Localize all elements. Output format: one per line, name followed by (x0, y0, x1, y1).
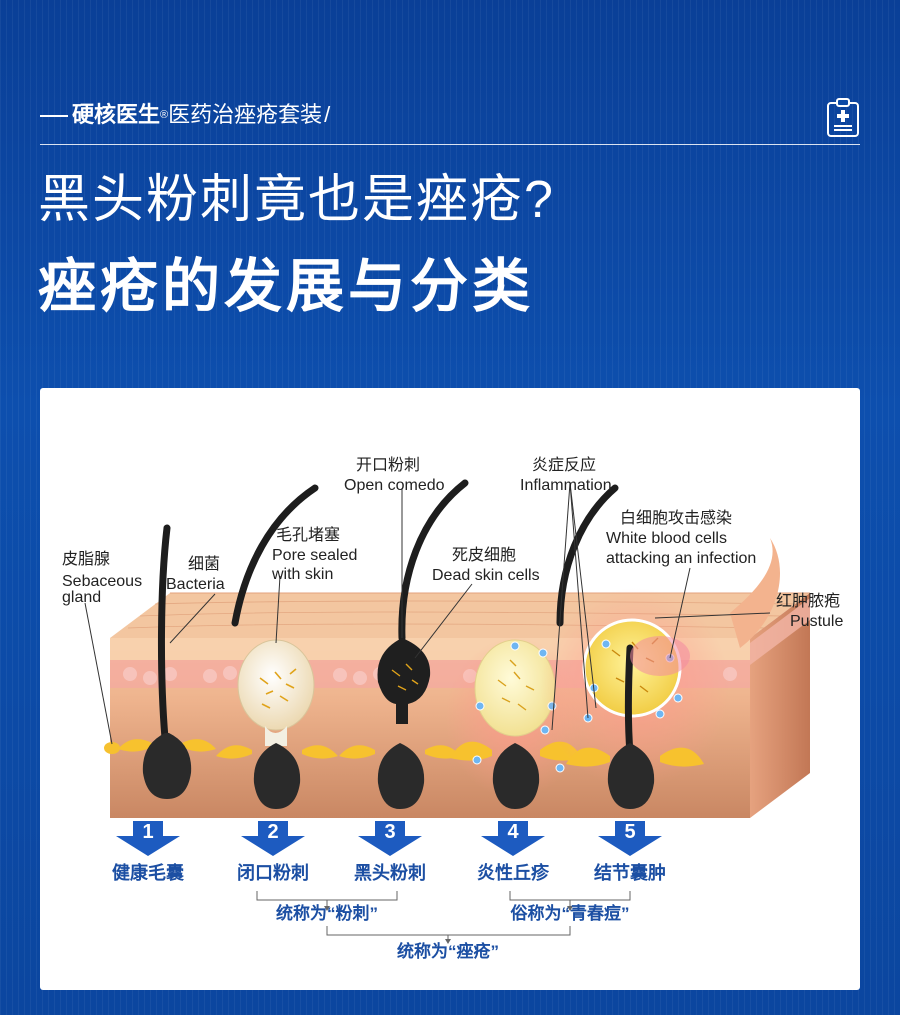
label-inflammation-cn: 炎症反应 (532, 457, 597, 474)
leader-lines (84, 482, 771, 745)
arrow-1 (116, 821, 180, 856)
group-label-qingchun: 俗称为“青春痘” (510, 904, 630, 923)
label-pustule-cn: 红肿脓疱 (776, 593, 841, 610)
medical-clipboard-icon (827, 98, 859, 137)
group-label-cuochuang: 统称为“痤疮” (397, 942, 499, 961)
brand-name: 硬核医生 (72, 102, 161, 127)
stage-name-2: 闭口粉刺 (237, 863, 309, 883)
follicle-2-whitehead (216, 484, 338, 809)
label-bacteria-cn: 细菌 (188, 556, 221, 573)
arrow-5 (598, 821, 662, 856)
label-inflammation-en: Inflammation (520, 477, 612, 494)
brand-line: 硬核医生®医药治痤疮套装/ (40, 102, 330, 128)
headline-question: 黑头粉刺竟也是痤疮? (38, 171, 555, 229)
follicle-5-cyst (540, 484, 780, 809)
arrow-4 (481, 821, 545, 856)
arrow-3 (358, 821, 422, 856)
stage-name-1: 健康毛囊 (112, 863, 184, 883)
stage-number-2: 2 (267, 821, 279, 843)
label-sebaceous-cn: 皮脂腺 (62, 551, 111, 568)
registered-mark: ® (160, 109, 169, 121)
label-dead-skin-en: Dead skin cells (432, 567, 540, 584)
label-wbc-en2: attacking an infection (606, 550, 757, 567)
product-name: 医药治痤疮套装 (168, 102, 323, 127)
stage-name-3: 黑头粉刺 (354, 863, 426, 883)
label-pore-cn: 毛孔堵塞 (276, 527, 341, 544)
dash-decoration (40, 115, 68, 118)
label-bacteria-en: Bacteria (166, 576, 225, 593)
label-open-comedo-cn: 开口粉刺 (356, 457, 421, 474)
label-pustule-en: Pustule (790, 613, 844, 630)
stage-arrows (116, 821, 662, 856)
follicle-1-healthy (118, 524, 216, 799)
arrow-2 (241, 821, 305, 856)
label-sebaceous-en2: gland (62, 589, 102, 606)
headline-main: 痤疮的发展与分类 (38, 254, 535, 319)
stage-number-1: 1 (142, 821, 154, 843)
header-bar: 硬核医生®医药治痤疮套装/ (40, 98, 860, 145)
stage-name-5: 结节囊肿 (594, 863, 666, 883)
slash-decoration: / (324, 102, 331, 127)
label-sebaceous-en1: Sebaceous (62, 573, 143, 590)
stage-number-3: 3 (384, 821, 396, 843)
skin-cross-section-diagram (84, 479, 810, 944)
follicle-3-blackhead (339, 479, 469, 809)
label-open-comedo-en: Open comedo (344, 477, 445, 494)
grouping-brackets (256, 891, 631, 941)
sebaceous-gland-edge (104, 742, 120, 754)
stage-number-5: 5 (624, 821, 636, 843)
label-wbc-en1: White blood cells (606, 530, 727, 547)
acne-diagram-card: 皮脂腺 Sebaceous gland 细菌 Bacteria 毛孔堵塞 Por… (40, 388, 860, 990)
group-label-fenci: 统称为“粉刺” (276, 904, 378, 923)
label-dead-skin-cn: 死皮细胞 (452, 547, 517, 564)
stage-number-4: 4 (507, 821, 519, 843)
label-wbc-cn: 白细胞攻击感染 (620, 510, 733, 527)
stage-name-4: 炎性丘疹 (477, 863, 549, 883)
label-pore-en1: Pore sealed (272, 547, 358, 564)
label-pore-en2: with skin (272, 566, 334, 583)
bacteria-marks (259, 668, 297, 709)
